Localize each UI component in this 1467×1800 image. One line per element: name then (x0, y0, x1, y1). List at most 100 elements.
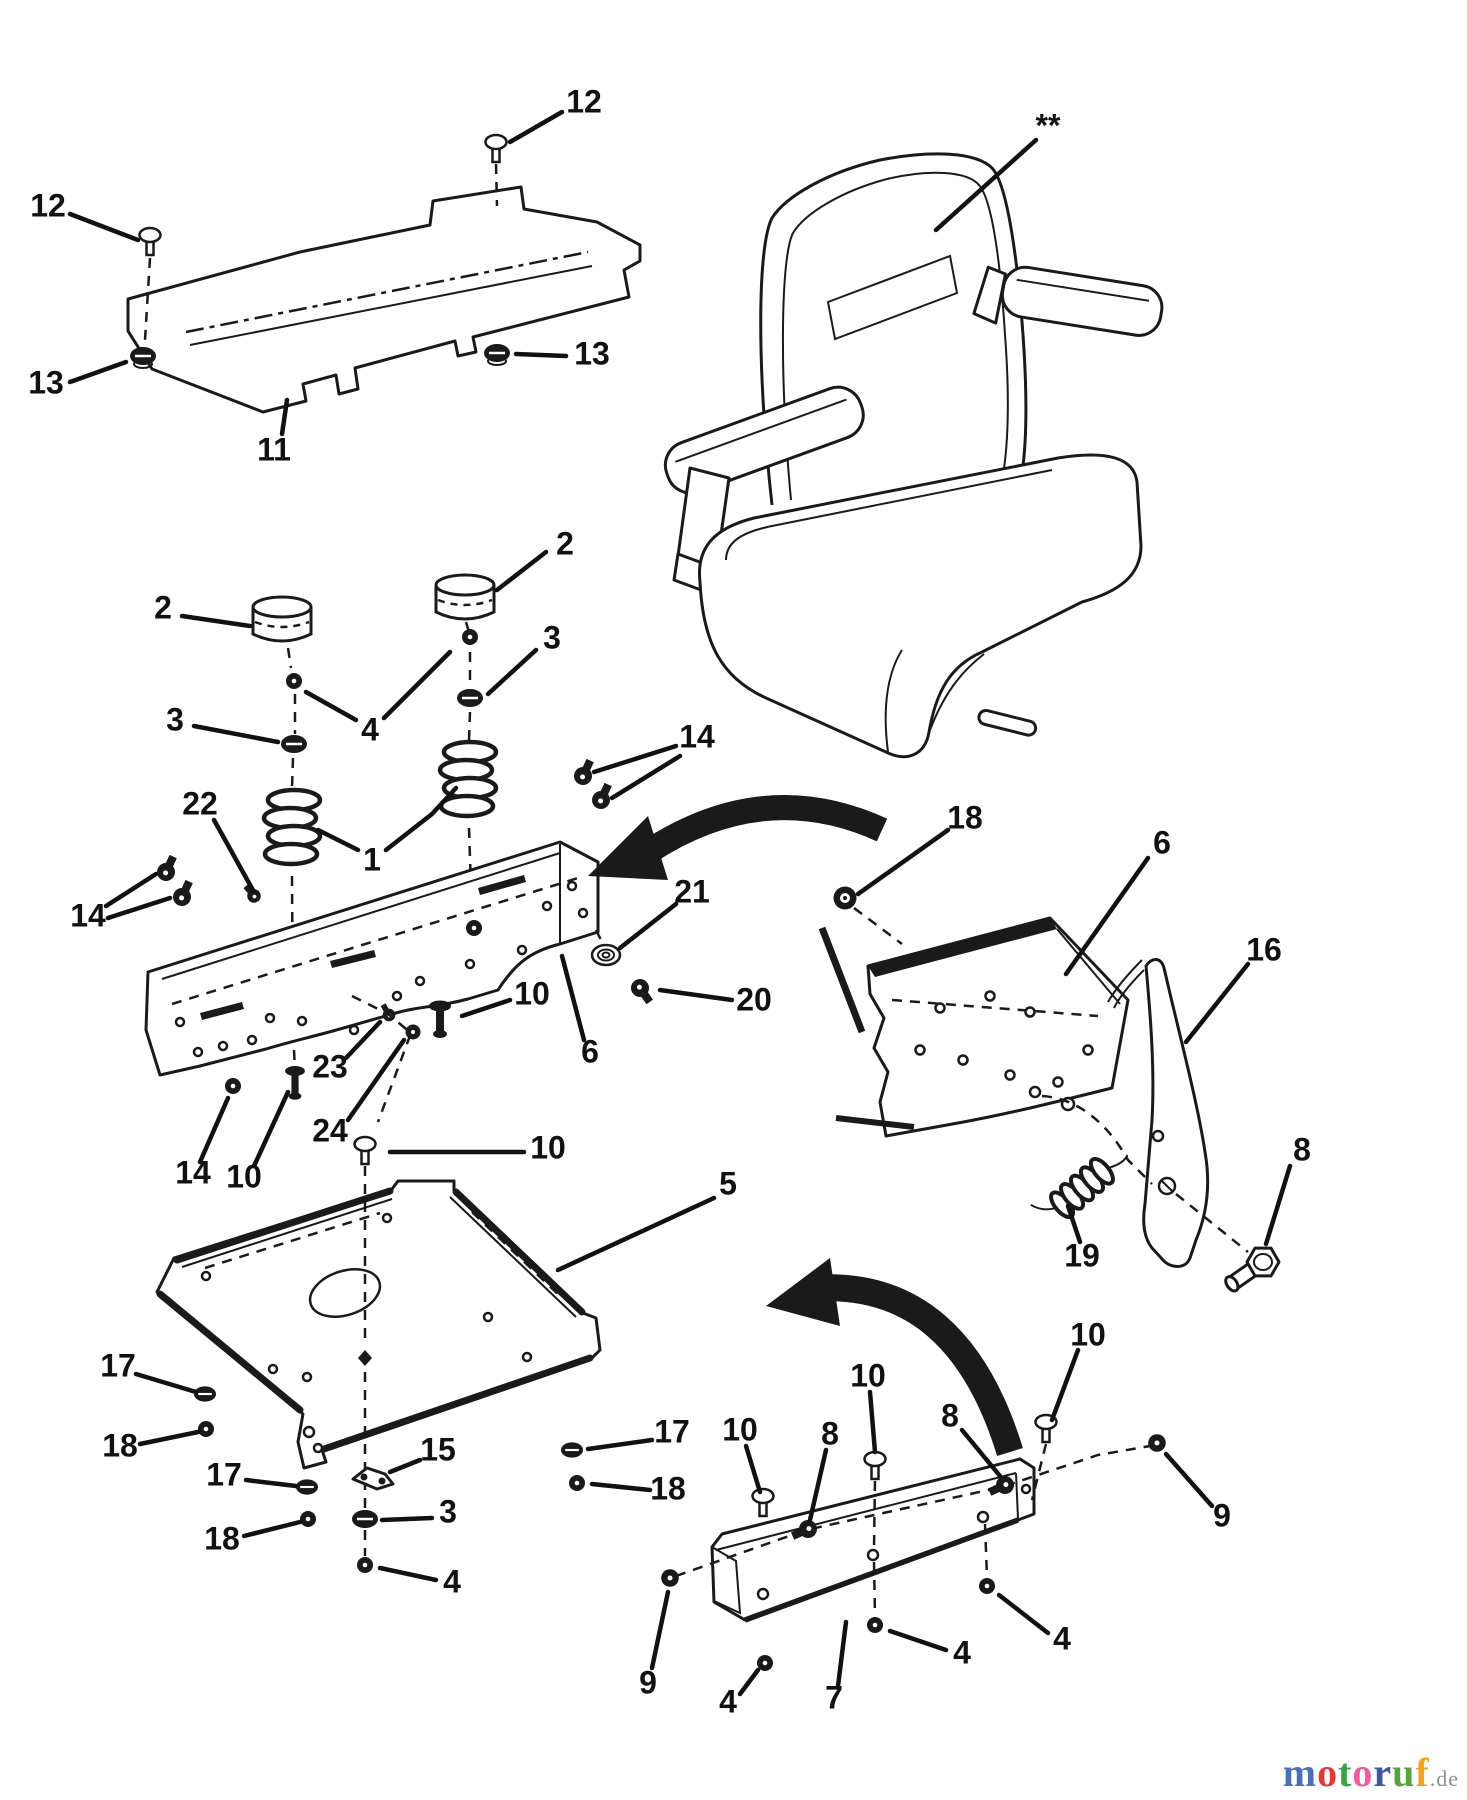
callout-8-left: 8 (807, 1415, 839, 1523)
callout-text-9-right: 9 (1213, 1497, 1231, 1533)
part-nut-4-b2 (867, 1617, 883, 1633)
callout-text-8-left: 8 (821, 1415, 839, 1451)
seat-cushion (697, 453, 1143, 759)
callout-text-17-left-2: 17 (206, 1456, 242, 1492)
part-seat-assembly (663, 152, 1164, 759)
callout-text-14-left: 14 (70, 897, 106, 933)
motion-arrow-upper (588, 795, 888, 880)
callout-19: 19 (1064, 1203, 1100, 1273)
callout-14-lower: 14 (175, 1095, 231, 1190)
callout-text-15: 15 (420, 1431, 456, 1467)
callout-text-13-right: 13 (574, 335, 610, 371)
callout-7: 7 (825, 1619, 849, 1715)
callout-14-right: 14 (591, 718, 715, 801)
callout-text-8-hex: 8 (1293, 1131, 1311, 1167)
callout-5: 5 (555, 1165, 737, 1273)
part-deck-plate-5 (155, 1179, 602, 1470)
part-hex-bolt-8 (1224, 1246, 1281, 1293)
part-nut-24 (405, 1024, 421, 1040)
part-screw-10-plate (353, 1135, 377, 1166)
part-nut-17-b (294, 1478, 320, 1496)
callout-10-right: 10 (1049, 1316, 1106, 1423)
part-ring-nut-18 (833, 886, 857, 910)
callout-text-12-left: 12 (30, 187, 66, 223)
motoruf-logo[interactable]: motoruf.de (1283, 1749, 1459, 1796)
callout-text-5: 5 (719, 1165, 737, 1201)
part-screw-12-left (138, 226, 162, 257)
part-nut-14-lower (225, 1078, 241, 1094)
callout-9-left: 9 (639, 1589, 671, 1700)
part-nut-21 (590, 943, 622, 967)
callout-10-plate-top: 10 (387, 1129, 566, 1165)
callout-4-lower-mid: 4 (377, 1563, 461, 1599)
callout-18-upper: 18 (855, 799, 983, 897)
callout-8-hex: 8 (1263, 1131, 1311, 1247)
callout-text-3-left: 3 (166, 701, 184, 737)
callout-text-4-bottom-3: 4 (1053, 1620, 1071, 1656)
callout-text-18-left-2: 18 (204, 1520, 240, 1556)
callout-10-mid: 10 (850, 1357, 886, 1455)
callout-text-10-lower-left: 10 (226, 1158, 262, 1194)
callout-17-right: 17 (585, 1413, 690, 1452)
seat-label-patch (826, 254, 959, 341)
callout-22: 22 (182, 785, 257, 895)
callout-3-left: 3 (166, 701, 281, 745)
part-bolt-10-under-bracket (429, 1000, 451, 1038)
part-bolt-14-a (154, 852, 182, 884)
callout-18-right: 18 (589, 1470, 686, 1506)
callout-17-left-2: 17 (206, 1456, 299, 1492)
callout-text-8-right: 8 (941, 1397, 959, 1433)
part-nut-17-c (559, 1441, 585, 1459)
part-screw-12-top (484, 133, 508, 164)
part-nut-18-a (198, 1421, 214, 1437)
callout-13-right: 13 (513, 335, 610, 371)
callout-layer: 1212131311**2233422141411862120616102324… (28, 83, 1311, 1719)
callout-text-18-left-1: 18 (102, 1427, 138, 1463)
callout-10-left: 10 (722, 1411, 763, 1495)
part-nut-9-left (661, 1569, 679, 1587)
part-nut-4-b3 (979, 1578, 995, 1594)
callout-text-9-left: 9 (639, 1664, 657, 1700)
callout-text-10-bracket: 10 (514, 975, 550, 1011)
part-nut-17-a (192, 1385, 218, 1403)
callout-21: 21 (617, 873, 710, 951)
callout-text-10-right: 10 (1070, 1316, 1106, 1352)
part-screw-10-mid (863, 1450, 887, 1481)
callout-13-left: 13 (28, 359, 129, 400)
part-nut-9-right (1148, 1434, 1166, 1452)
part-seat-pan-11 (126, 185, 642, 414)
callout-2-left: 2 (154, 589, 253, 629)
callout-text-10-plate-top: 10 (530, 1129, 566, 1165)
callout-12-top: 12 (507, 83, 602, 145)
callout-6-left: 6 (559, 953, 599, 1069)
part-nut-4-lower (357, 1557, 373, 1573)
callout-12-left: 12 (30, 187, 141, 243)
part-nut-13-right (482, 342, 512, 366)
callout-text-17-right: 17 (654, 1413, 690, 1449)
callout-17-left-1: 17 (100, 1347, 199, 1395)
part-nut-on-bracket (466, 920, 482, 936)
callout-2-right: 2 (494, 525, 574, 593)
callout-14-left: 14 (70, 871, 173, 933)
part-bracket-6-left (144, 840, 600, 1077)
motion-arrow-lower (766, 1258, 1023, 1456)
part-nut-3-left (279, 733, 309, 755)
callout-text-4-upper: 4 (361, 711, 379, 747)
part-bolt-14-b (170, 877, 198, 909)
part-nut-3-lower (350, 1508, 380, 1530)
motoruf-logo-suffix: .de (1429, 1766, 1459, 1791)
callout-text-3-lower: 3 (439, 1493, 457, 1529)
callout-text-4-bottom-2: 4 (953, 1634, 971, 1670)
part-screw-10-left (751, 1487, 775, 1518)
callout-3-lower: 3 (379, 1493, 457, 1529)
callout-4-bottom-1: 4 (719, 1667, 761, 1719)
seat-armrest-right (972, 265, 1164, 337)
callout-text-14-right: 14 (679, 718, 715, 754)
callout-text-4-bottom-1: 4 (719, 1683, 737, 1719)
callout-4-upper: 4 (303, 649, 453, 747)
callout-text-4-lower-mid: 4 (443, 1563, 461, 1599)
callout-text-12-top: 12 (566, 83, 602, 119)
callout-text-22: 22 (182, 785, 218, 821)
callout-text-10-left: 10 (722, 1411, 758, 1447)
